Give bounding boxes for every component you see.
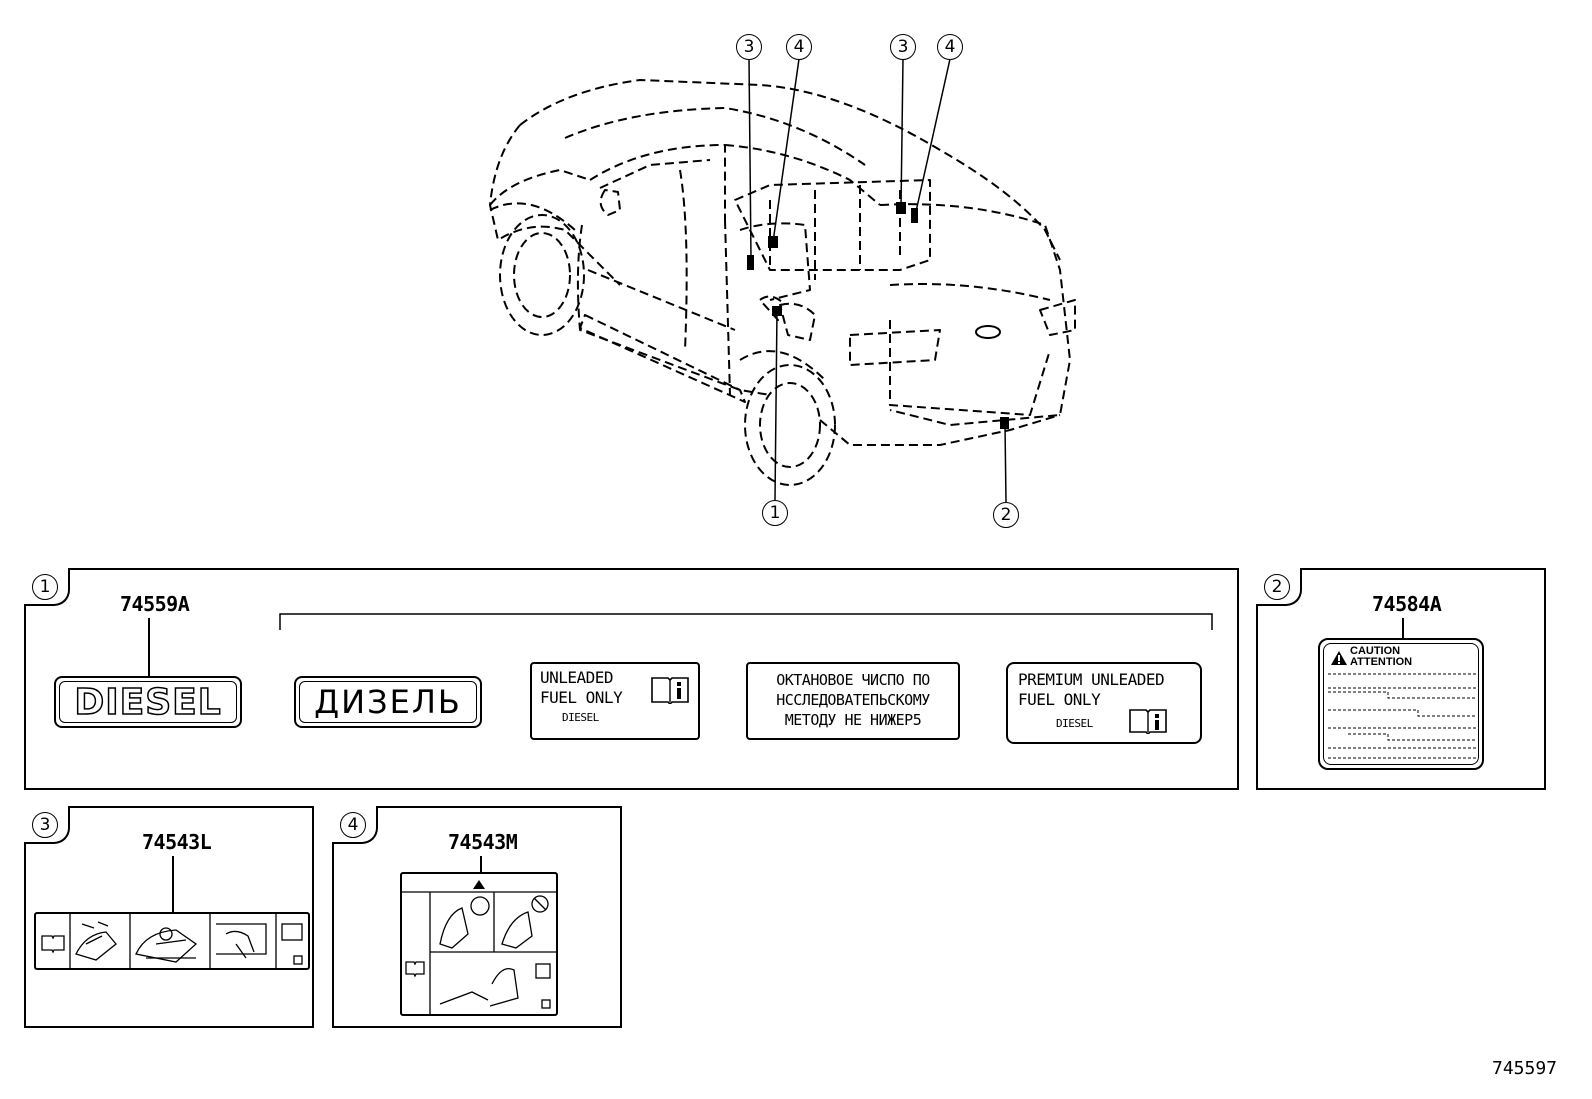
panel-1-number: 1 — [32, 574, 58, 600]
panel-1-fuel-labels: 1 74559A DIESEL ДИЗЕЛЬ UNLEADED FUEL ONL… — [24, 568, 1239, 790]
panel-4-part-number: 74543M — [448, 830, 518, 854]
caution-text: CAUTION — [1350, 645, 1401, 657]
panel-4-tab: 4 — [332, 806, 378, 844]
panel-1-bracket — [279, 613, 1213, 630]
octane-line1: ОКТАНОВОЕ ЧИСПО ПО — [776, 671, 930, 689]
seat-warning-pictogram — [402, 880, 556, 1014]
panel-4-number: 4 — [340, 812, 366, 838]
panel-1-tab: 1 — [24, 568, 70, 606]
callout-4-right: 4 — [937, 34, 963, 60]
panel-2-caution-label: 2 74584A CAUTION ATTENTION — [1256, 568, 1546, 790]
panel-2-number: 2 — [1264, 574, 1290, 600]
panel-1-leader — [148, 618, 150, 678]
premium-unleaded-label: PREMIUM UNLEADED FUEL ONLY DIESEL — [1006, 662, 1202, 744]
callout-3-right: 3 — [890, 34, 916, 60]
panel-1-part-number: 74559A — [120, 592, 190, 616]
panel-3-number: 3 — [32, 812, 58, 838]
manual-book-icon — [651, 677, 689, 704]
callout-3-left: 3 — [736, 34, 762, 60]
caution-attention-label: CAUTION ATTENTION — [1318, 638, 1484, 770]
diesel-latin-label: DIESEL — [54, 676, 242, 728]
panel-2-part-number: 74584A — [1372, 592, 1442, 616]
seat-warning-label — [400, 872, 558, 1016]
diesel-cyrillic-text: ДИЗЕЛЬ — [314, 683, 462, 721]
panel-2-leader — [1402, 618, 1404, 640]
panel-3-part-number: 74543L — [142, 830, 212, 854]
panel-3-tab: 3 — [24, 806, 70, 844]
callout-1: 1 — [762, 500, 788, 526]
premium-line2: FUEL ONLY — [1018, 690, 1101, 709]
panel-3-seat-label: 3 74543L — [24, 806, 314, 1028]
callout-4-left: 4 — [786, 34, 812, 60]
premium-line1: PREMIUM UNLEADED — [1018, 670, 1165, 689]
warning-triangle-icon — [1331, 651, 1347, 665]
octane-line2: НССЛЕДОВАТЕПЬСКОМУ — [776, 691, 930, 709]
seat-pictogram-strip — [41, 914, 303, 968]
octane-line3: МЕТОДУ НЕ НИЖЕР5 — [784, 711, 922, 729]
panel-3-leader — [172, 856, 174, 912]
fine-print-lines — [1328, 673, 1476, 759]
diesel-cyrillic-label: ДИЗЕЛЬ — [294, 676, 482, 728]
panel-4-seat-warning-label: 4 74543M — [332, 806, 622, 1028]
vehicle-illustration — [489, 58, 1076, 503]
panel-2-tab: 2 — [1256, 568, 1302, 606]
callout-2: 2 — [993, 502, 1019, 528]
unleaded-line2: FUEL ONLY — [540, 688, 623, 707]
panel-4-leader — [480, 856, 482, 874]
document-number: 745597 — [1492, 1058, 1558, 1079]
attention-text: ATTENTION — [1350, 656, 1413, 668]
seat-instruction-label — [34, 912, 310, 970]
manual-book-icon — [1129, 709, 1167, 734]
premium-line3: DIESEL — [1056, 717, 1093, 730]
unleaded-fuel-label: UNLEADED FUEL ONLY DIESEL — [530, 662, 700, 740]
octane-rating-label: ОКТАНОВОЕ ЧИСПО ПО НССЛЕДОВАТЕПЬСКОМУ МЕ… — [746, 662, 960, 740]
unleaded-line3: DIESEL — [562, 711, 599, 724]
unleaded-line1: UNLEADED — [540, 668, 614, 687]
diesel-latin-text: DIESEL — [74, 681, 222, 724]
